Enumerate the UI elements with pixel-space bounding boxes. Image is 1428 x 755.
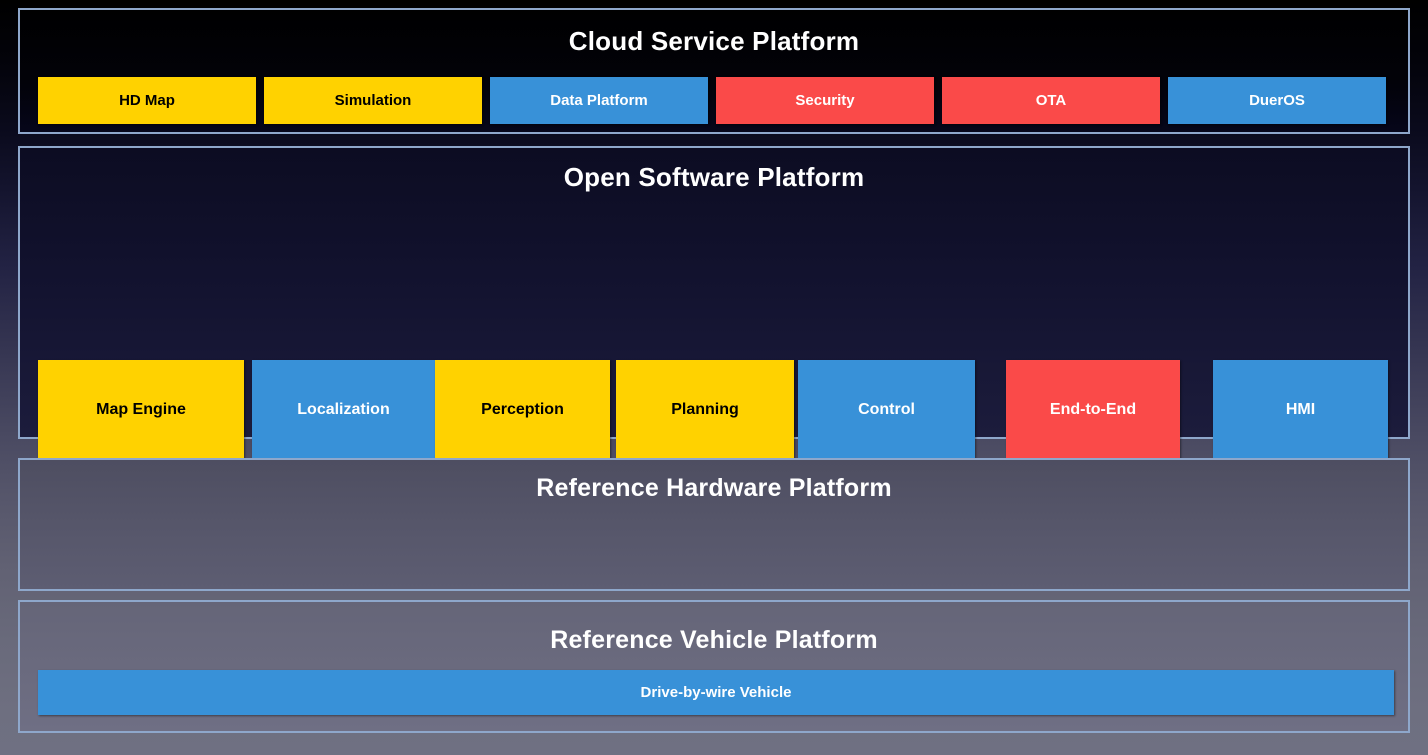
- module-perception[interactable]: Perception: [435, 360, 610, 460]
- module-drive-by-wire-vehicle[interactable]: Drive-by-wire Vehicle: [38, 670, 1394, 715]
- module-map-engine[interactable]: Map Engine: [38, 360, 244, 460]
- module-control[interactable]: Control: [798, 360, 975, 460]
- module-simulation[interactable]: Simulation: [264, 77, 482, 124]
- module-hd-map[interactable]: HD Map: [38, 77, 256, 124]
- section-open-software-platform: Open Software Platform Map Engine Locali…: [18, 146, 1410, 576]
- section-reference-hardware-platform: Reference Hardware Platform Computing Un…: [18, 458, 1410, 591]
- module-planning[interactable]: Planning: [616, 360, 794, 460]
- section-title-vehicle: Reference Vehicle Platform: [550, 626, 878, 654]
- module-security[interactable]: Security: [716, 77, 934, 124]
- module-ota[interactable]: OTA: [942, 77, 1160, 124]
- section-title-software: Open Software Platform: [563, 162, 865, 192]
- section-cloud-service-platform: Cloud Service Platform HD Map Simulation…: [18, 8, 1410, 134]
- section-title-hardware: Reference Hardware Platform: [536, 474, 892, 502]
- module-data-platform[interactable]: Data Platform: [490, 77, 708, 124]
- module-dueros[interactable]: DuerOS: [1168, 77, 1386, 124]
- section-title-cloud: Cloud Service Platform: [568, 26, 860, 56]
- module-localization[interactable]: Localization: [252, 360, 435, 460]
- module-hmi[interactable]: HMI: [1213, 360, 1388, 460]
- module-end-to-end[interactable]: End-to-End: [1006, 360, 1180, 460]
- section-reference-vehicle-platform: Reference Vehicle Platform Drive-by-wire…: [18, 600, 1410, 733]
